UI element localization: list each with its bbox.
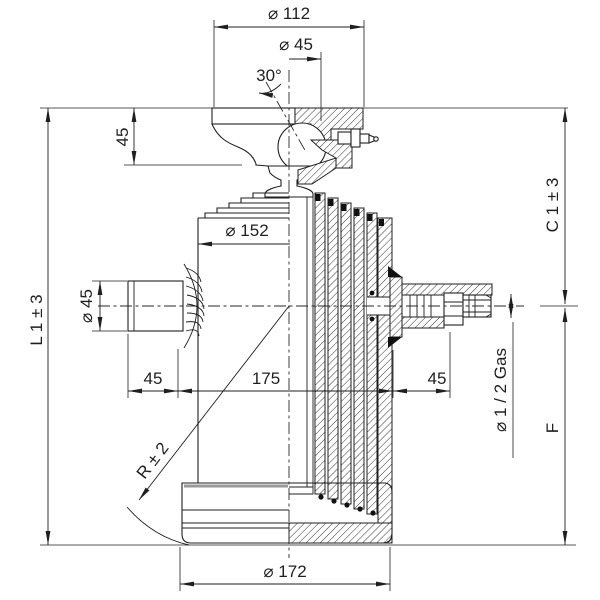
telescopic-stages-section [289, 192, 393, 544]
right-port [367, 266, 493, 348]
dim-dia-45-ball: ⌀ 45 [279, 35, 322, 121]
grease-nipple-icon [337, 128, 379, 148]
dimensions: ⌀ 112 ⌀ 45 30° 45 L 1 ± 3 C 1 ± 3 [27, 4, 576, 591]
dim-dia-112: ⌀ 112 [213, 4, 365, 107]
label-dia-152: ⌀ 152 [225, 221, 268, 240]
dim-angle-30: 30° [256, 66, 282, 98]
label-dia-112: ⌀ 112 [268, 4, 310, 23]
top-ball-mount [211, 107, 379, 198]
label-thread-spec: ⌀ 1 / 2 Gas [491, 348, 510, 432]
label-dia-45-ball: ⌀ 45 [279, 35, 313, 54]
label-45-left: 45 [144, 369, 163, 388]
label-radius-base: R ± 2 [133, 439, 173, 483]
label-total-length: L 1 ± 3 [27, 294, 46, 345]
label-angle-30: 30° [256, 66, 282, 85]
dim-dia-172: ⌀ 172 [179, 547, 391, 591]
dim-row-45-175-45: 45 175 45 [127, 332, 451, 398]
label-closed-height: C 1 ± 3 [543, 178, 562, 233]
dim-closed-height: C 1 ± 3 [543, 108, 568, 304]
label-dia-45-port: ⌀ 45 [77, 289, 96, 323]
label-stroke-ref: F [543, 423, 562, 433]
dim-dia-152: ⌀ 152 [198, 221, 290, 247]
label-dia-172: ⌀ 172 [263, 562, 306, 581]
dim-dia-45-port: ⌀ 45 [77, 280, 127, 332]
label-45-right: 45 [428, 369, 447, 388]
dim-stroke-ref: F [543, 308, 568, 545]
dim-45-top: 45 [113, 108, 242, 166]
base [181, 482, 393, 544]
centerlines [98, 70, 578, 558]
label-45-top: 45 [113, 128, 132, 147]
dim-total-length: L 1 ± 3 [27, 108, 51, 545]
dim-radius-base: R ± 2 [126, 305, 290, 546]
telescopic-stages-outline [198, 192, 289, 219]
label-175: 175 [252, 369, 280, 388]
dim-thread-spec: ⌀ 1 / 2 Gas [491, 294, 514, 458]
